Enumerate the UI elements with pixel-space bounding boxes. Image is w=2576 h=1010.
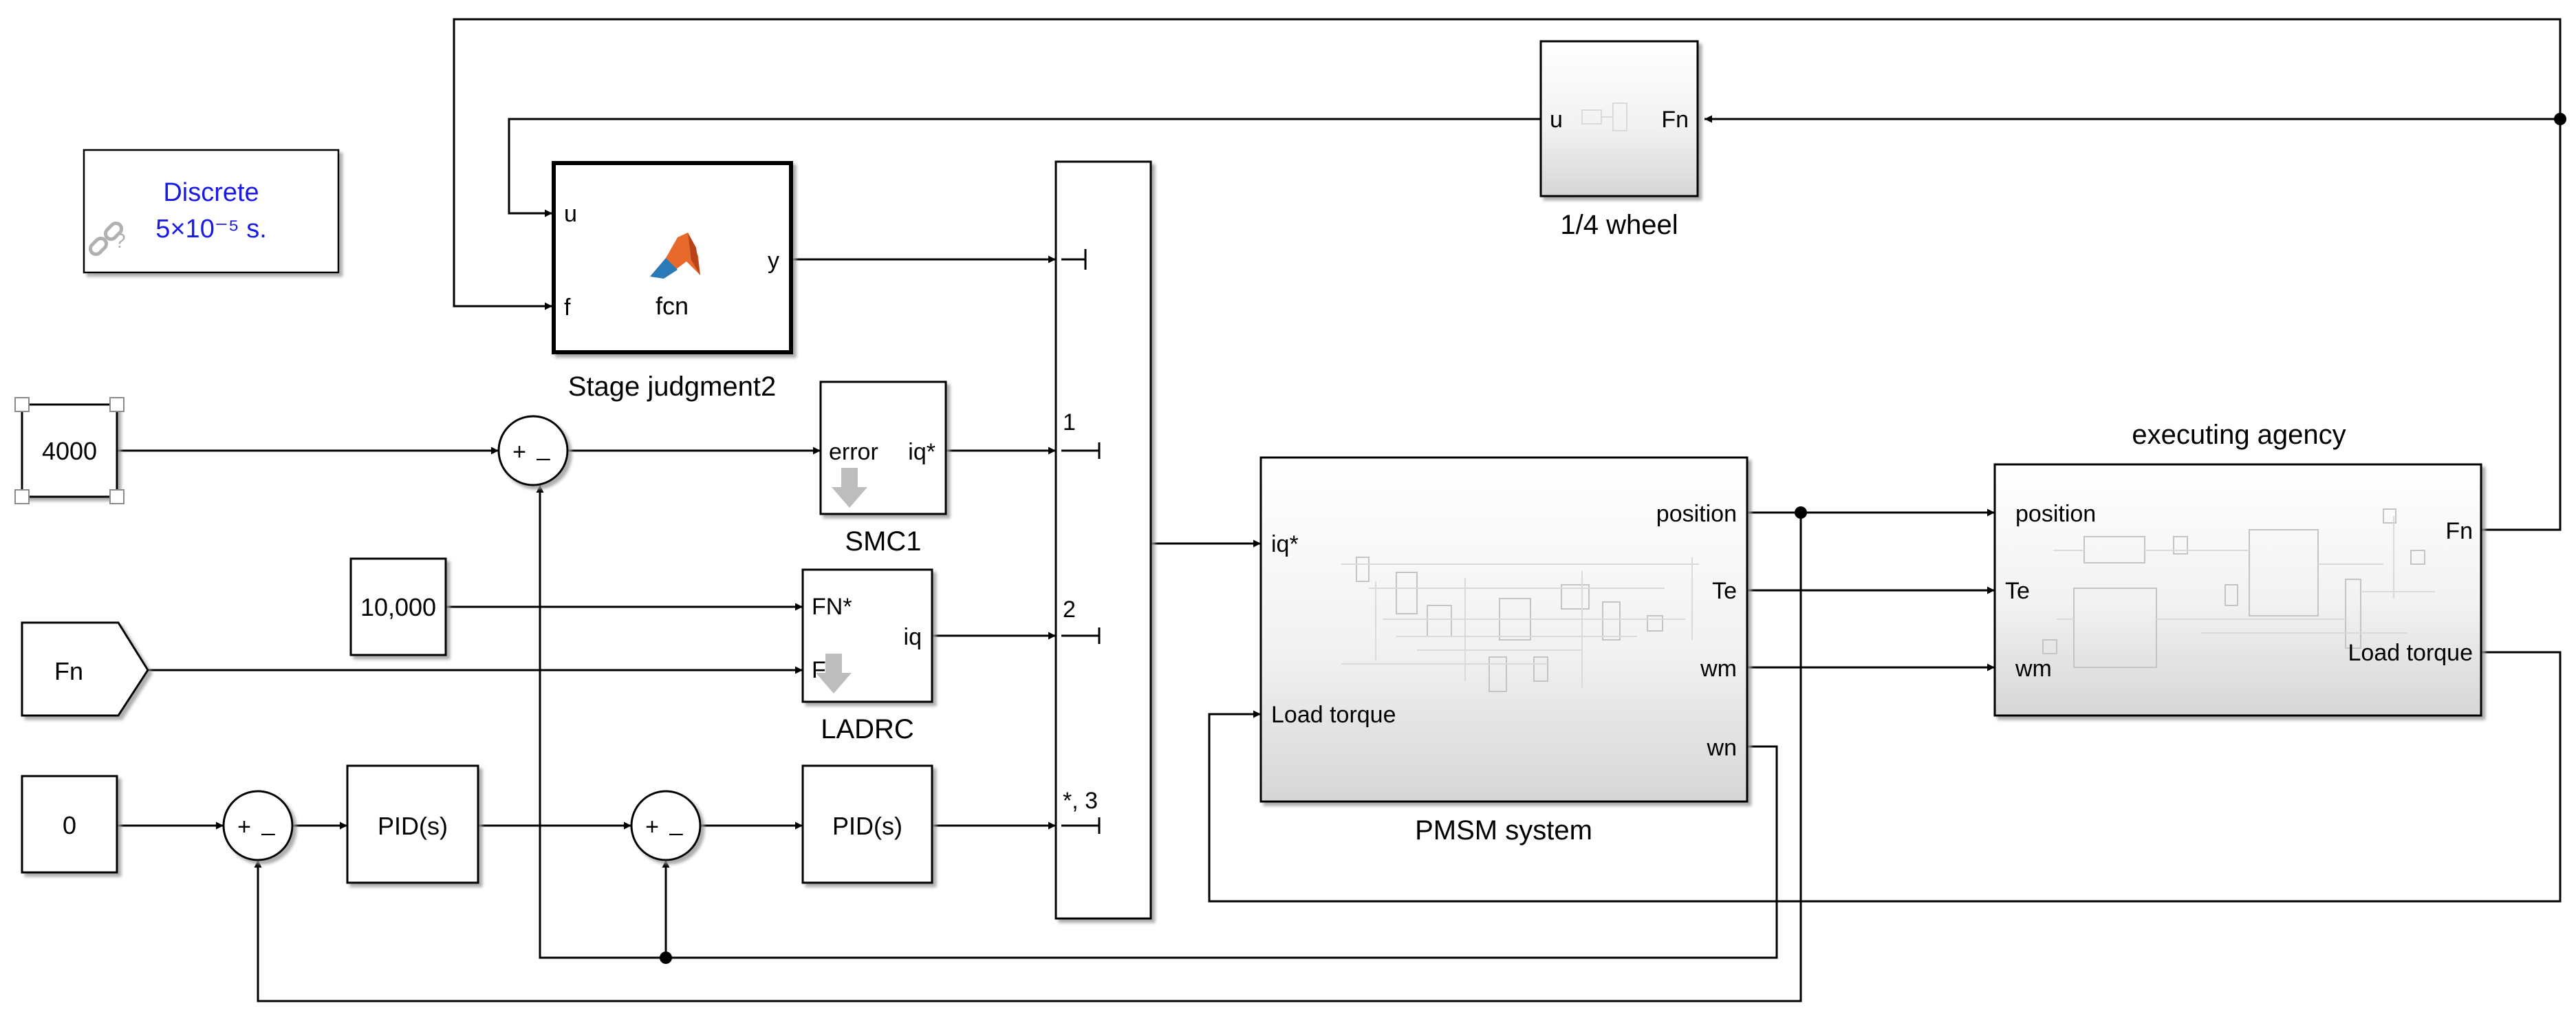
solver-line2: 5×10⁻⁵ s. [155,215,267,244]
switch-port-1 [1061,442,1101,459]
solver-line1: Discrete [163,178,259,207]
agency-caption: executing agency [2132,420,2346,450]
from-tag-fn[interactable]: Fn [21,621,149,717]
junction-dot-fn [2554,113,2566,125]
pmsm-system-block[interactable]: iq* Load torque position Te wm wn [1259,456,1749,803]
switch-label-2: 2 [1063,597,1076,623]
agency-port-wm: wm [2015,656,2052,682]
constant-0-value: 0 [63,811,76,839]
agency-internal-graphic [2042,508,2435,668]
pmsm-port-te: Te [1712,578,1737,604]
agency-port-position: position [2015,501,2096,527]
sum-block-2[interactable]: + _ [222,790,294,861]
smc-port-error: error [829,439,878,465]
agency-port-load-torque: Load torque [2348,640,2474,666]
pmsm-port-wm: wm [1700,656,1737,682]
constant-0[interactable]: 0 [21,775,118,874]
switch-port-top [1061,249,1087,270]
smc-caption: SMC1 [845,526,921,557]
wire-agency-fn[interactable] [2481,119,2562,531]
sum-block-1[interactable]: + _ [497,415,569,486]
wheel-port-fn: Fn [1661,107,1689,133]
constant-4000[interactable]: 4000 [14,397,125,504]
stage-port-u: u [564,201,577,227]
stage-port-f: f [564,294,571,321]
link-icon: ? [88,221,126,257]
junction-dot-position [1795,506,1807,519]
ladrc-block[interactable]: FN* FN iq [801,568,933,703]
pid-block-1[interactable]: PID(s) [346,764,479,884]
sum3-plus: + [645,814,659,840]
constant-4000-value: 4000 [42,437,97,465]
agency-port-te: Te [2005,578,2030,604]
wheel-internal-graphic [1581,103,1627,131]
stage-function-name: fcn [656,292,689,320]
from-tag-fn-label: Fn [54,657,83,685]
ladrc-port-iq: iq [904,624,922,650]
switch-label-1: 1 [1063,409,1076,436]
wire-position-feedback[interactable] [254,513,1802,1002]
junction-dot-wn [660,952,672,964]
pmsm-port-wn: wn [1707,735,1737,761]
sum1-plus: + [512,439,526,465]
smc-port-iq: iq* [908,439,935,465]
sum2-minus: _ [261,810,276,836]
pid-block-2[interactable]: PID(s) [801,764,933,884]
mask-arrow-icon [832,468,867,508]
multiport-switch[interactable]: 1 2 *, 3 [1054,160,1152,920]
pmsm-port-iq: iq* [1271,531,1299,557]
stage-judgment-block[interactable]: u f y fcn [552,161,793,354]
wire-wheel-to-stage[interactable] [508,118,1541,217]
pid1-label: PID(s) [378,812,448,840]
sum-block-3[interactable]: + _ [630,790,702,861]
mask-arrow-icon [816,654,852,694]
wire-load-torque[interactable] [1208,651,2562,903]
switch-port-3 [1061,817,1101,834]
pid2-label: PID(s) [832,812,902,840]
stage-port-y: y [768,248,779,274]
wheel-caption: 1/4 wheel [1560,210,1678,240]
selection-handles[interactable] [14,397,125,504]
pmsm-internal-graphic [1341,557,1699,692]
wheel-port-u: u [1550,107,1563,133]
sum3-minus: _ [669,810,684,836]
wheel-block[interactable]: u Fn [1539,40,1699,197]
stage-judgment-caption: Stage judgment2 [568,372,776,402]
pmsm-port-load-torque: Load torque [1271,702,1396,728]
svg-text:?: ? [114,230,126,252]
junction-dots [660,113,2566,964]
sum1-minus: _ [537,435,551,461]
pmsm-caption: PMSM system [1415,815,1592,846]
pmsm-port-position: position [1656,501,1737,527]
matlab-logo-icon [650,233,700,279]
switch-port-2 [1061,627,1101,644]
smc-block[interactable]: error iq* [819,380,947,515]
constant-10000[interactable]: 10,000 [349,557,447,656]
solver-block[interactable]: Discrete 5×10⁻⁵ s. ? [83,149,340,274]
executing-agency-block[interactable]: position Te wm Fn Load torque [1993,463,2482,717]
ladrc-caption: LADRC [821,714,914,744]
switch-label-3: *, 3 [1063,788,1098,814]
agency-port-fn: Fn [2445,518,2473,544]
wire-fn-to-stage[interactable] [453,18,2562,310]
wire-wn-feedback[interactable] [536,485,1778,959]
constant-10000-value: 10,000 [360,593,436,621]
ladrc-port-fnstar: FN* [812,594,852,620]
sum2-plus: + [237,814,251,840]
